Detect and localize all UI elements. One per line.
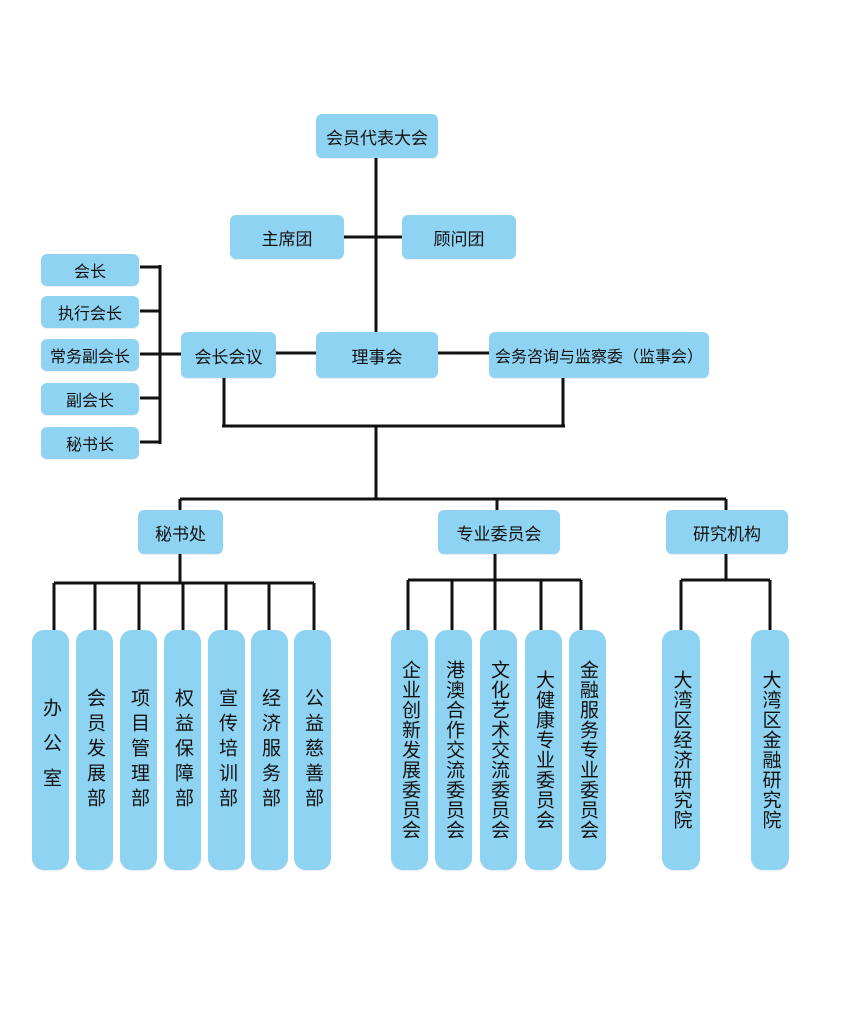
advisors-box: 顾问团 — [402, 215, 516, 259]
officer-president: 会长 — [41, 254, 139, 286]
council-box: 理事会 — [316, 332, 438, 378]
dept-rights-protection: 权益保障部 — [164, 630, 201, 870]
dept-project-management: 项目管理部 — [120, 630, 157, 870]
committee-hk-macao: 港澳合作交流委员会 — [435, 630, 472, 870]
secretariat-box: 秘书处 — [138, 510, 223, 554]
supervisory-box: 会务咨询与监察委（监事会） — [489, 332, 709, 378]
officer-vice-president: 副会长 — [41, 383, 139, 415]
president-meeting-box: 会长会议 — [181, 332, 276, 378]
dept-publicity-training: 宣传培训部 — [208, 630, 245, 870]
dept-member-development: 会员发展部 — [76, 630, 113, 870]
officer-standing-vice-president: 常务副会长 — [41, 339, 139, 371]
research-box: 研究机构 — [666, 510, 788, 554]
committee-finance: 金融服务专业委员会 — [569, 630, 606, 870]
presidium-box: 主席团 — [230, 215, 344, 259]
committee-culture-art: 文化艺术交流委员会 — [480, 630, 517, 870]
institute-finance: 大湾区金融研究院 — [751, 630, 789, 870]
dept-charity: 公益慈善部 — [294, 630, 331, 870]
committee-health: 大健康专业委员会 — [525, 630, 562, 870]
officer-secretary-general: 秘书长 — [41, 427, 139, 459]
officer-executive-president: 执行会长 — [41, 296, 139, 328]
dept-economic-service: 经济服务部 — [251, 630, 288, 870]
dept-office: 办公室 — [32, 630, 69, 870]
committees-box: 专业委员会 — [438, 510, 560, 554]
assembly-box: 会员代表大会 — [316, 114, 438, 158]
institute-economy: 大湾区经济研究院 — [662, 630, 700, 870]
committee-innovation: 企业创新发展委员会 — [391, 630, 428, 870]
